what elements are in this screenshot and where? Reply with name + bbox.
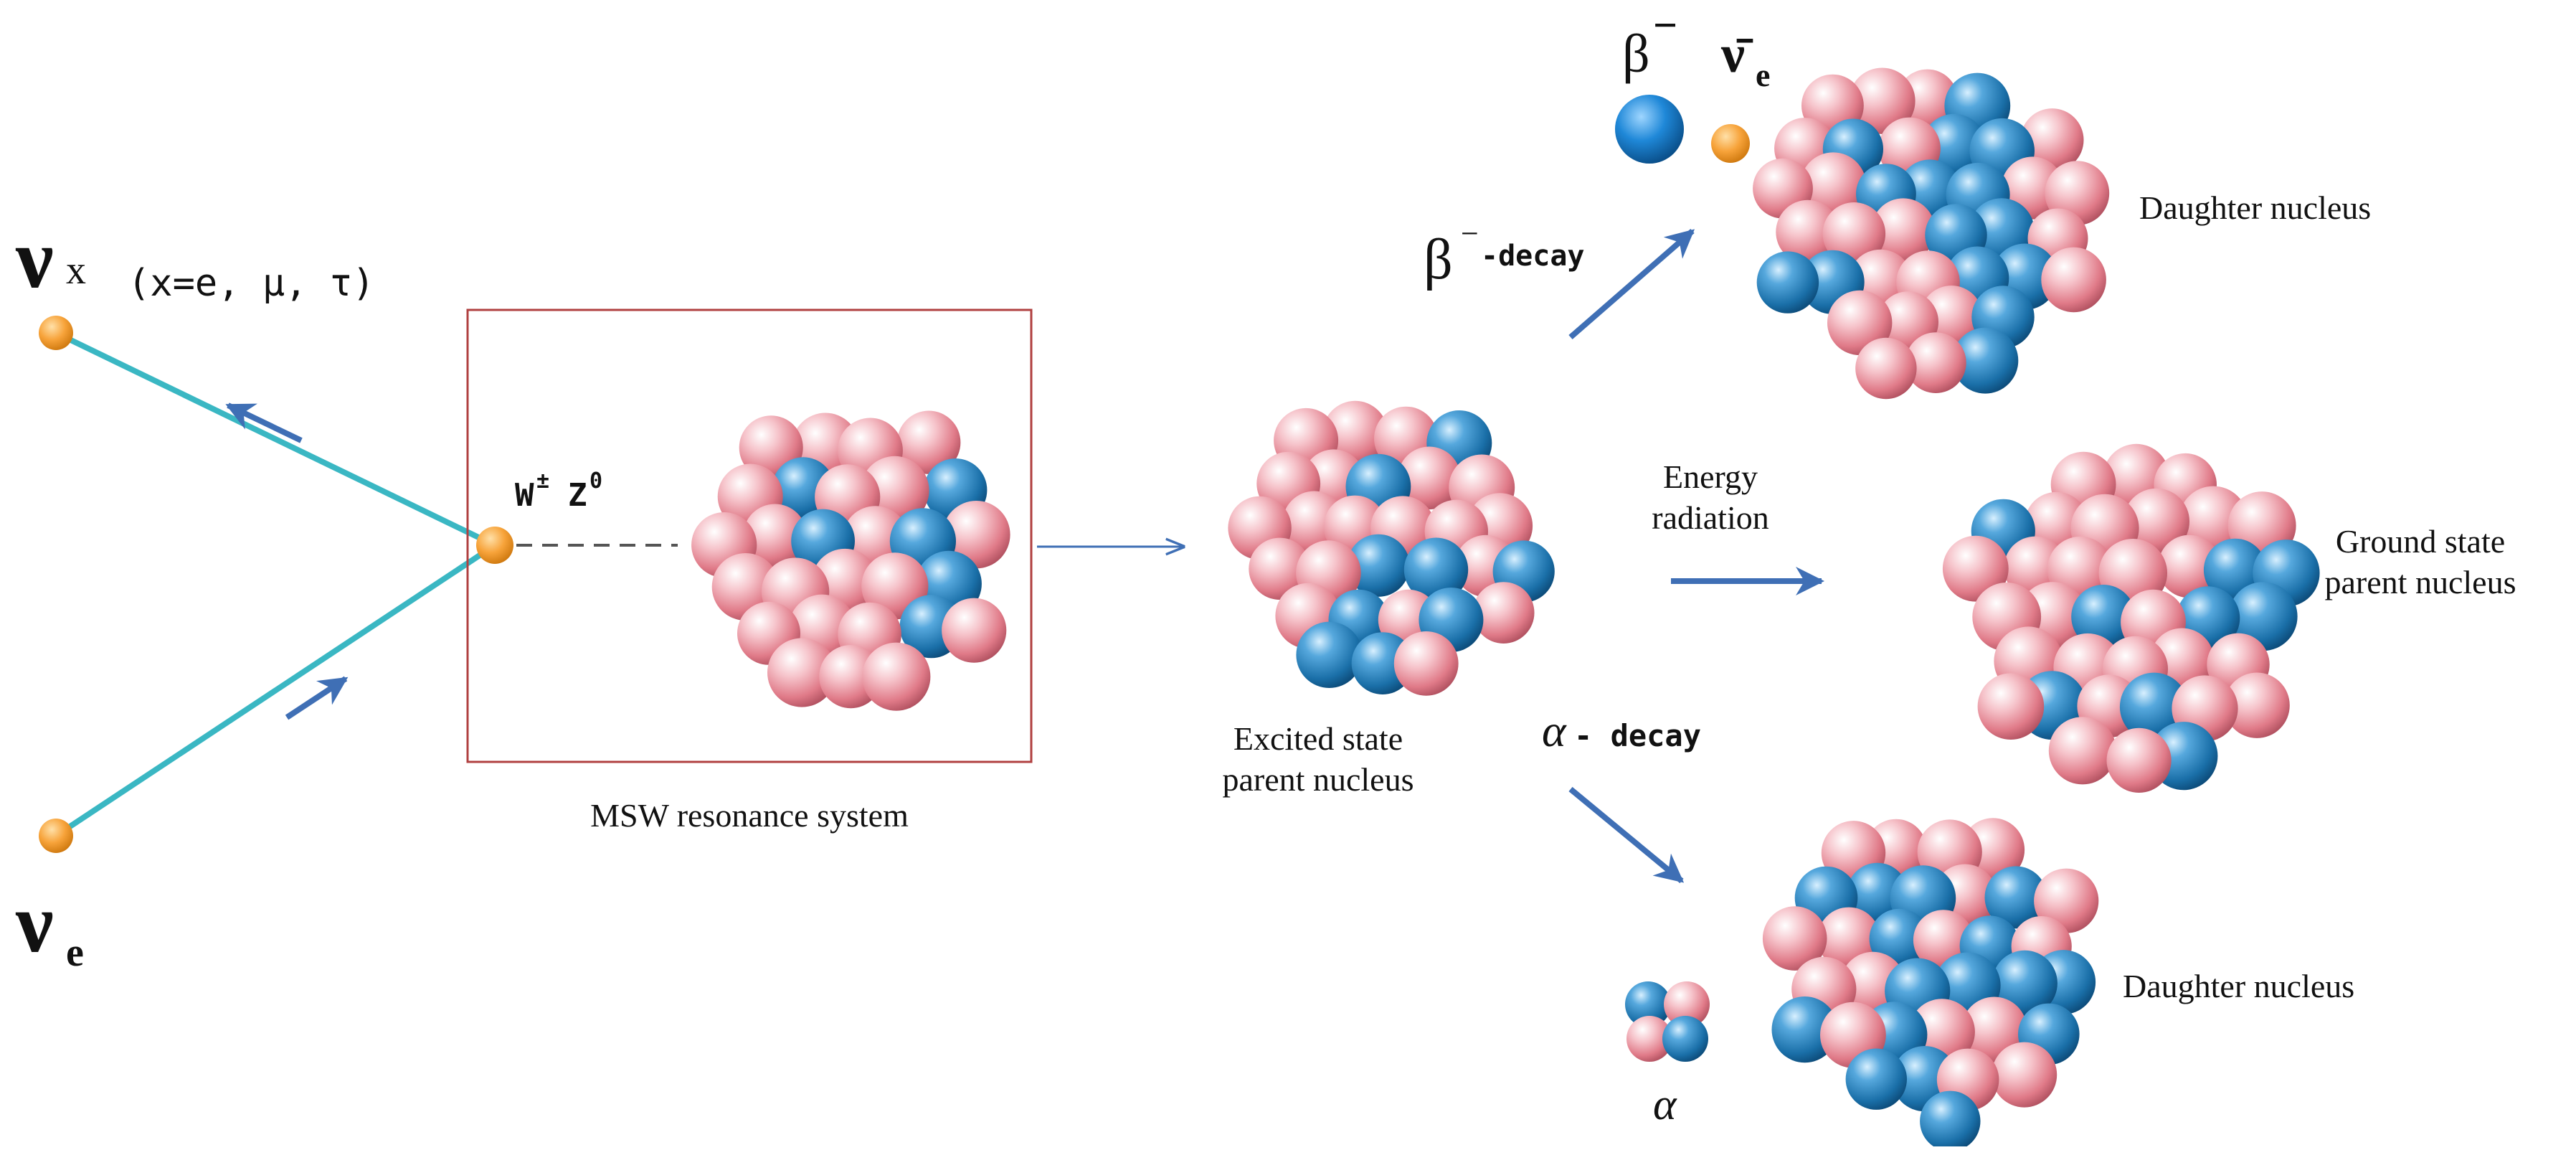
proton — [1977, 673, 2045, 740]
ground-label-line2: parent nucleus — [2325, 564, 2516, 600]
proton — [2034, 868, 2099, 933]
neutron — [2119, 672, 2189, 741]
msw-system-label: MSW resonance system — [590, 797, 909, 834]
neutron — [1625, 981, 1671, 1027]
proton — [767, 638, 837, 707]
beta-electron-particle — [1615, 95, 1684, 164]
proton — [2158, 534, 2221, 598]
beta-decay-symbol: β — [1424, 228, 1453, 291]
proton — [1398, 446, 1461, 510]
msw-nucleus — [691, 410, 1010, 711]
proton — [1896, 69, 1959, 131]
beta-decay-arrow — [1568, 228, 1695, 340]
nu-x-subscript: x — [66, 248, 86, 293]
proton — [942, 501, 1010, 569]
proton — [2224, 672, 2290, 738]
energy-label-line2: radiation — [1652, 499, 1769, 536]
alpha-decay-symbol: α — [1542, 705, 1567, 756]
alpha-particle-label: α — [1653, 1080, 1677, 1129]
beta-decay-text: -decay — [1481, 240, 1585, 273]
nu-e-subscript: e — [66, 930, 84, 975]
incoming-neutrino-line — [54, 542, 497, 839]
w-boson-charge: ± — [536, 468, 549, 494]
beta-particle-symbol: β — [1622, 24, 1650, 84]
w-boson-label: W — [515, 477, 534, 514]
excited-parent-nucleus — [1228, 400, 1555, 696]
neutron — [1992, 950, 2058, 1016]
neutron — [1920, 1090, 1981, 1150]
neutron — [1771, 996, 1838, 1063]
alpha-particle — [1625, 981, 1710, 1062]
ground-label-line1: Ground state — [2336, 523, 2505, 560]
proton — [897, 410, 961, 474]
proton — [1849, 67, 1916, 134]
proton — [2020, 108, 2084, 172]
neutron — [1662, 1016, 1708, 1062]
neutron — [1869, 908, 1930, 969]
beta-particle-charge: − — [1653, 1, 1677, 49]
excited-label-line1: Excited state — [1233, 720, 1403, 757]
neutron — [1984, 866, 2047, 929]
proton — [1822, 202, 1886, 265]
proton — [2048, 717, 2116, 785]
alpha-daughter-nucleus — [1762, 818, 2099, 1150]
neutron — [1756, 251, 1819, 314]
proton — [1472, 582, 1535, 644]
proton — [2123, 488, 2189, 555]
nu-e-symbol: ν — [15, 876, 54, 970]
proton — [2106, 727, 2172, 793]
proton — [1664, 981, 1710, 1027]
proton — [1992, 1042, 2058, 1108]
incoming-neutrino-arrow — [285, 676, 349, 720]
neutron — [1296, 621, 1363, 688]
nu-x-flavors: (x=e, μ, τ) — [128, 262, 374, 305]
antineutrino-particle — [1711, 124, 1750, 163]
proton — [942, 598, 1007, 663]
proton — [1626, 1016, 1672, 1062]
outgoing-neutrino-line — [55, 330, 496, 548]
neutron — [1347, 534, 1410, 597]
outgoing-neutrino-arrow — [225, 402, 303, 443]
neutron — [2228, 582, 2298, 651]
daughter-top-label: Daughter nucleus — [2139, 189, 2371, 226]
proton — [1827, 290, 1893, 356]
proton — [1776, 199, 1840, 264]
proton — [862, 642, 931, 711]
msw-box — [466, 308, 1033, 763]
ground-state-parent-nucleus — [1942, 443, 2320, 793]
proton — [743, 504, 807, 568]
proton — [1905, 332, 1966, 393]
energy-label-line1: Energy — [1663, 458, 1758, 495]
nu-e-particle — [39, 819, 73, 853]
z-boson-charge: 0 — [589, 468, 602, 494]
proton — [1762, 906, 1827, 971]
proton — [1871, 198, 1936, 263]
neutron — [2071, 585, 2136, 649]
proton — [1855, 337, 1917, 400]
excited-label-line2: parent nucleus — [1223, 761, 1414, 798]
alpha-decay-arrow — [1568, 786, 1685, 884]
proton — [1249, 537, 1311, 600]
alpha-decay-text: - decay — [1574, 718, 1701, 753]
antineutrino-symbol: ν̄ — [1720, 25, 1753, 84]
beta-daughter-nucleus — [1753, 67, 2110, 400]
proton — [2041, 247, 2106, 313]
nu-x-symbol: ν — [15, 212, 54, 306]
nu-x-particle — [39, 316, 73, 350]
interaction-vertex — [476, 527, 513, 564]
z-boson-label: Z — [568, 477, 587, 514]
beta-decay-sup: − — [1461, 216, 1479, 251]
proton — [1393, 631, 1459, 696]
proton — [1942, 535, 2009, 602]
neutron — [1403, 537, 1469, 602]
antineutrino-subscript: e — [1756, 57, 1770, 93]
neutron — [1952, 327, 2019, 394]
daughter-bottom-label: Daughter nucleus — [2123, 968, 2354, 1004]
neutron — [1845, 1048, 1907, 1110]
